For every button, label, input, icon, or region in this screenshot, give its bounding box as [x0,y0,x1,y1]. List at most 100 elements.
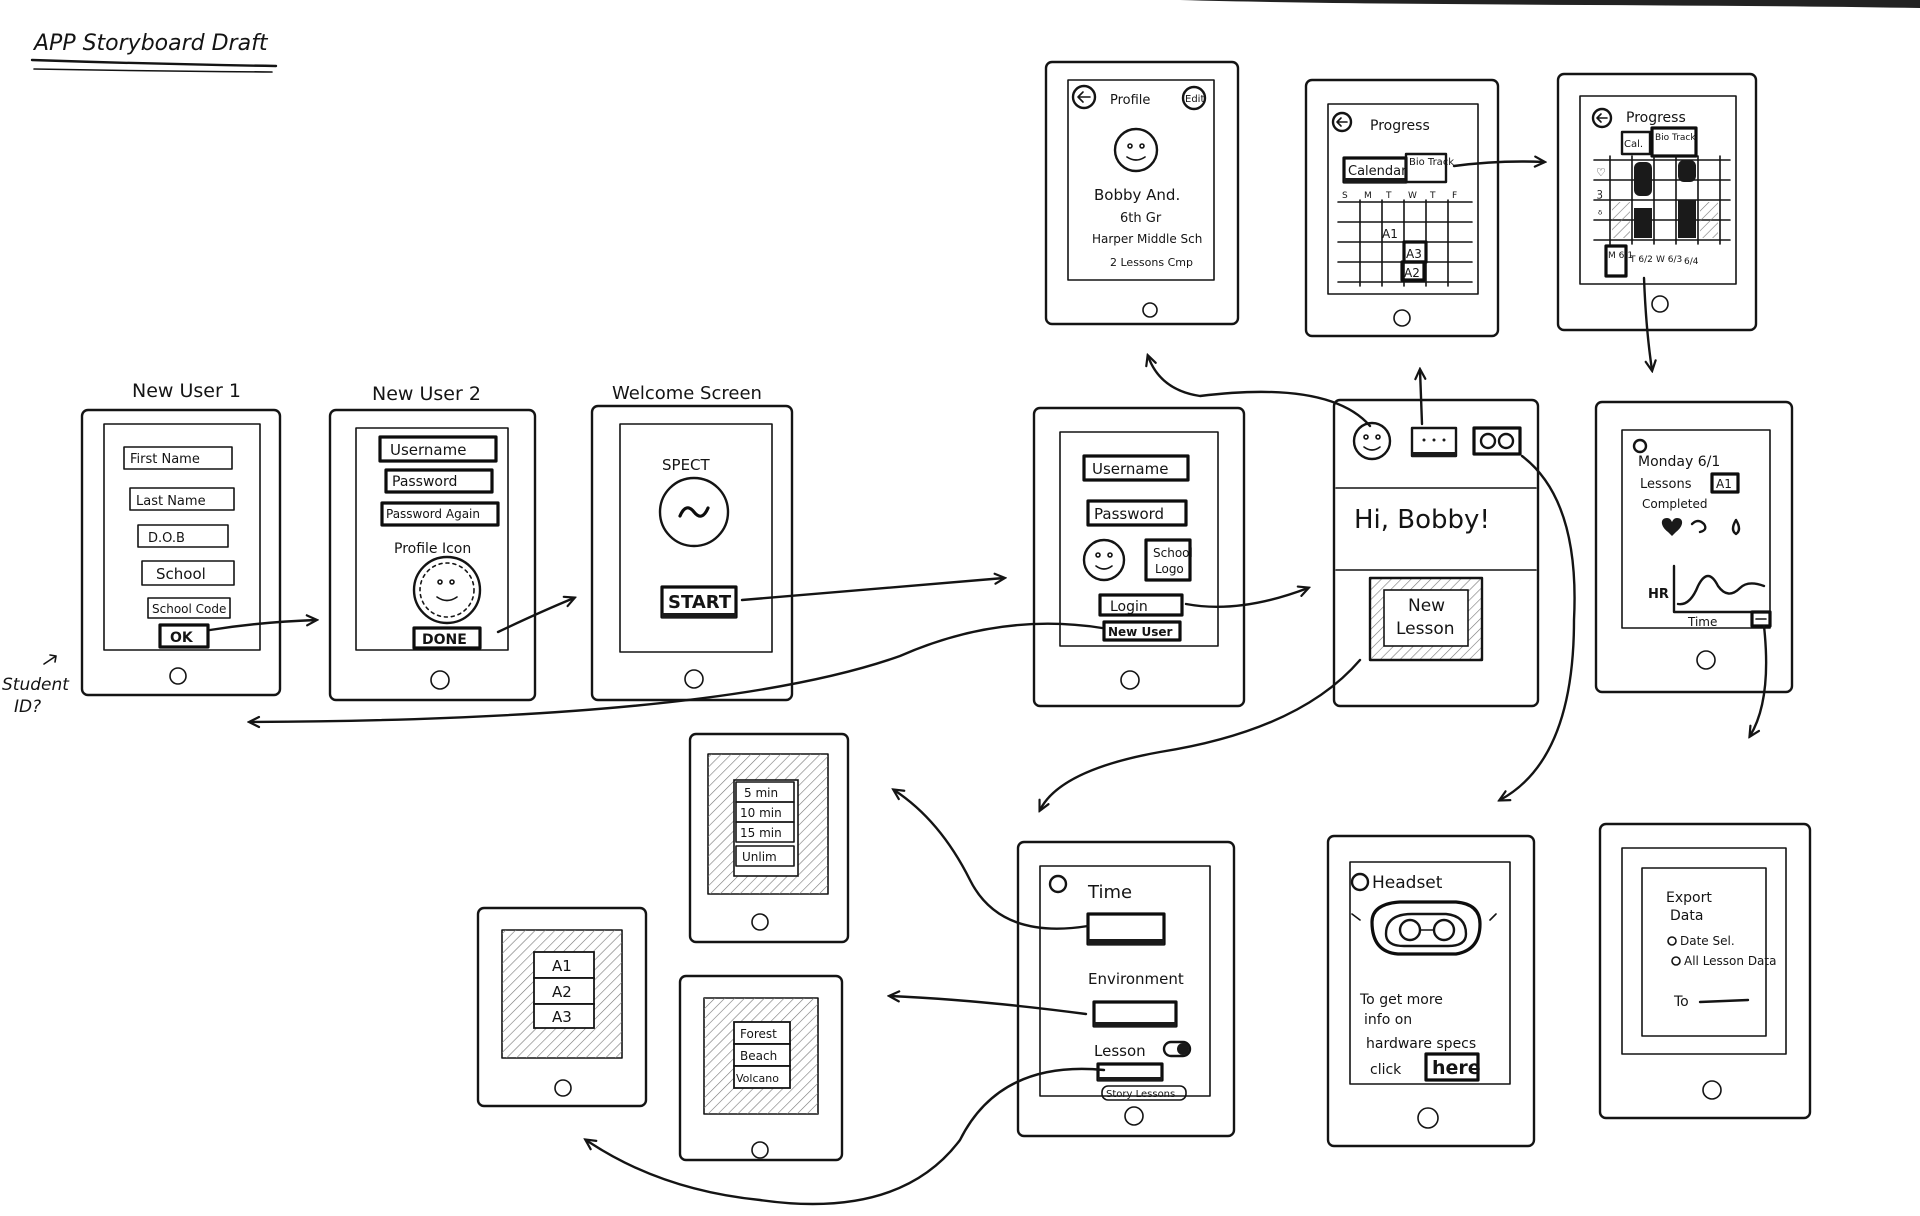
ok-button[interactable]: OK [158,623,210,649]
environment-label: Environment [1088,970,1184,988]
time-option-unlim[interactable]: Unlim [735,845,795,867]
all-lesson-data-radio[interactable]: All Lesson Data [1671,954,1776,968]
svg-text:Login: Login [1110,599,1148,615]
screen-caption: New User 2 [372,383,481,405]
svg-text:Logo: Logo [1155,562,1184,576]
time-option-15-min[interactable]: 15 min [735,821,795,843]
home-button-icon [1702,1080,1722,1100]
profile-icon-picker[interactable] [412,555,482,625]
username-field[interactable]: Username [1082,454,1190,482]
home-button-icon [169,667,187,685]
svg-text:6/4: 6/4 [1684,257,1699,267]
tab-calendar[interactable]: Cal. [1620,130,1652,156]
flow-connectors [208,162,1768,1206]
svg-text:DONE: DONE [422,632,467,648]
svg-text:Unlim: Unlim [742,850,777,864]
form-field-dob[interactable]: D.O.B [137,524,229,548]
svg-text:F: F [1452,191,1457,201]
password-field[interactable]: Password [384,468,494,494]
home-button-icon [1651,295,1669,313]
tab-bio-track[interactable]: Bio Track [1404,152,1454,184]
profile-title: Profile [1110,93,1150,108]
screen-headset: Headset To get more info on hardware spe… [1326,834,1536,1148]
svg-text:All Lesson Data: All Lesson Data [1684,954,1776,968]
edit-button[interactable]: Edit [1181,85,1207,111]
svg-text:A2: A2 [552,983,572,1001]
day-selector[interactable]: M 6/1 T 6/2 W 6/3 6/4 [1604,244,1699,278]
home-button-icon [1142,302,1158,318]
new-user-button[interactable]: New User [1102,620,1182,642]
headset-nav-icon[interactable] [1472,426,1522,456]
environment-option-volcano[interactable]: Volcano [733,1065,791,1089]
screen-welcome: Welcome Screen SPECT START [590,383,794,702]
svg-text:M 6/1: M 6/1 [1608,251,1633,261]
back-arrow-icon[interactable] [1350,872,1370,892]
svg-text:Cal.: Cal. [1624,139,1643,150]
back-arrow-icon[interactable] [1331,111,1353,133]
to-label: To [1673,994,1689,1010]
login-button[interactable]: Login [1098,593,1184,617]
svg-text:10 min: 10 min [740,806,782,820]
username-field[interactable]: Username [378,435,498,463]
lesson-toggle[interactable] [1162,1040,1192,1058]
new-lesson-button[interactable]: New Lesson [1368,576,1484,662]
svg-text:A2: A2 [1404,266,1420,280]
app-name: SPECT [662,456,711,474]
svg-text:T: T [1385,191,1392,201]
svg-text:Last Name: Last Name [136,494,206,509]
form-field-school-code[interactable]: School Code [147,597,231,619]
done-button[interactable]: DONE [412,626,482,650]
progress-nav-icon[interactable] [1410,426,1458,458]
tab-bio-track[interactable]: Bio Track [1650,126,1698,158]
lesson-option-a2[interactable]: A2 [533,977,595,1005]
svg-text:T 6/2: T 6/2 [1629,255,1653,265]
here-link[interactable]: here [1424,1052,1481,1082]
avatar-icon [1082,538,1126,582]
app-logo-icon [658,476,730,548]
heart-icon [1661,518,1683,536]
tab-calendar[interactable]: Calendar [1342,156,1408,184]
password-field[interactable]: Password [1086,499,1188,527]
start-button[interactable]: START [660,585,738,619]
svg-text:Bio Track: Bio Track [1409,157,1454,168]
svg-text:HR: HR [1648,587,1669,602]
svg-text:Volcano: Volcano [736,1072,779,1085]
lessons-value: A1 [1716,477,1732,491]
back-arrow-icon[interactable] [1632,438,1648,454]
screen-new-user-2: New User 2 Username Password Password Ag… [328,383,537,702]
form-field-school[interactable]: School [141,560,235,586]
story-lessons-button[interactable]: Story Lessons [1101,1085,1187,1101]
password-again-field[interactable]: Password Again [380,501,500,527]
svg-text:Password: Password [1094,505,1164,523]
lesson-option-a1[interactable]: A1 [533,951,595,979]
profile-lessons: 2 Lessons Cmp [1110,256,1193,269]
screen-home: Hi, Bobby! New Lesson [1332,398,1540,708]
back-arrow-icon[interactable] [1591,107,1613,129]
form-field-last-name[interactable]: Last Name [129,487,235,511]
lesson-select[interactable] [1096,1062,1164,1082]
environment-option-beach[interactable]: Beach [733,1043,791,1067]
date-select-radio[interactable]: Date Sel. [1667,934,1735,948]
svg-text:5 min: 5 min [744,786,778,800]
to-field[interactable] [1698,998,1750,1004]
svg-text:Date Sel.: Date Sel. [1680,934,1735,948]
profile-avatar [1113,127,1159,173]
svg-text:ꝫ: ꝫ [1597,186,1603,199]
progress-title: Progress [1370,118,1430,134]
time-select[interactable] [1086,912,1166,946]
environment-option-forest[interactable]: Forest [733,1021,791,1045]
export-icon[interactable] [1750,610,1772,628]
environment-select[interactable] [1092,1000,1178,1028]
svg-text:here: here [1432,1057,1481,1079]
back-arrow-icon[interactable] [1071,84,1097,110]
back-arrow-icon[interactable] [1048,874,1068,894]
profile-nav-icon[interactable] [1352,421,1392,461]
svg-text:School: School [156,565,206,583]
svg-text:Lesson: Lesson [1396,619,1455,639]
svg-text:Password Again: Password Again [386,507,480,521]
svg-text:T: T [1429,191,1436,201]
home-button-icon [751,913,769,931]
lesson-option-a3[interactable]: A3 [533,1003,595,1029]
form-field-first-name[interactable]: First Name [123,446,233,470]
svg-text:Beach: Beach [740,1049,777,1063]
